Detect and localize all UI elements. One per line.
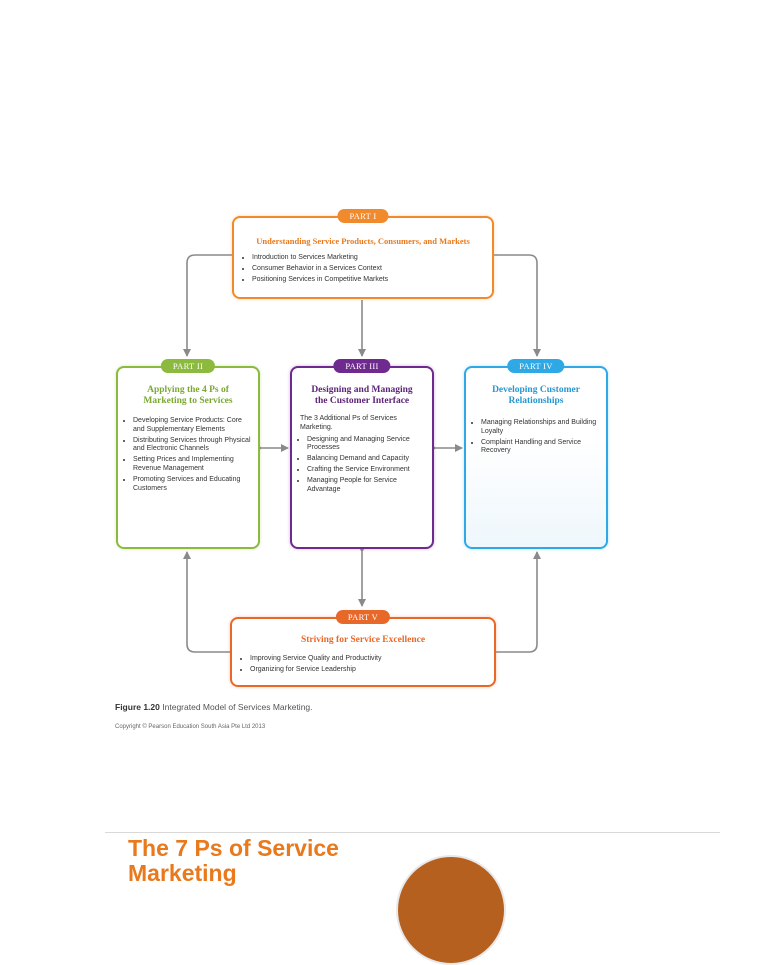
list-item: Promoting Services and Educating Custome… (133, 476, 252, 494)
part1-title: Understanding Service Products, Consumer… (256, 236, 470, 246)
part3-box: PART III Designing and Managing the Cust… (290, 359, 434, 549)
slide-divider (105, 832, 720, 833)
part4-list: Managing Relationships and Building Loya… (466, 419, 606, 456)
list-item: Managing Relationships and Building Loya… (481, 419, 600, 437)
figure-caption: Figure 1.20 Integrated Model of Services… (115, 702, 313, 712)
part2-list: Developing Service Products: Core and Su… (118, 417, 258, 493)
figure-label: Figure 1.20 (115, 702, 160, 712)
arrow-part1-to-part2 (183, 254, 232, 357)
part5-box: PART V Striving for Service Excellence I… (230, 610, 496, 687)
part3-badge: PART III (333, 359, 391, 373)
connector-arrows (183, 254, 541, 656)
part3-list: Designing and Managing Service Processes… (292, 436, 432, 495)
part2-box: PART II Applying the 4 Ps of Marketing t… (116, 359, 260, 549)
list-item: Distributing Services through Physical a… (133, 437, 252, 455)
part2-title: Applying the 4 Ps of Marketing to Servic… (143, 385, 233, 406)
part4-title: Developing Customer Relationships (492, 385, 580, 406)
arrow-part5-part4 (489, 551, 541, 656)
list-item: Crafting the Service Environment (307, 466, 426, 475)
arrow-part5-part2 (183, 551, 237, 656)
part5-title: Striving for Service Excellence (300, 635, 426, 645)
copyright-notice: Copyright © Pearson Education South Asia… (115, 724, 266, 730)
part4-badge: PART IV (507, 359, 565, 373)
list-item: Organizing for Service Leadership (250, 666, 494, 675)
list-item: Improving Service Quality and Productivi… (250, 655, 494, 664)
decorative-circle (396, 855, 506, 965)
figure-text: Integrated Model of Services Marketing. (162, 702, 313, 712)
list-item: Consumer Behavior in a Services Context (252, 265, 492, 274)
list-item: Introduction to Services Marketing (252, 254, 492, 263)
part3-intro: The 3 Additional Ps of Services Marketin… (300, 415, 397, 431)
part2-badge: PART II (160, 359, 216, 373)
part3-title: Designing and Managing the Customer Inte… (311, 385, 413, 406)
part1-list: Introduction to Services Marketing Consu… (234, 254, 492, 284)
list-item: Balancing Demand and Capacity (307, 455, 426, 464)
list-item: Complaint Handling and Service Recovery (481, 439, 600, 457)
arrow-part1-to-part4 (494, 254, 541, 357)
list-item: Managing People for Service Advantage (307, 477, 426, 495)
part1-badge: PART I (337, 209, 389, 223)
slide-title: The 7 Ps of Service Marketing (128, 835, 339, 886)
list-item: Designing and Managing Service Processes (307, 436, 426, 454)
list-item: Setting Prices and Implementing Revenue … (133, 456, 252, 474)
part4-box: PART IV Developing Customer Relationship… (464, 359, 608, 549)
list-item: Developing Service Products: Core and Su… (133, 417, 252, 435)
part1-box: PART I Understanding Service Products, C… (232, 209, 494, 299)
part5-badge: PART V (335, 610, 391, 624)
part5-list: Improving Service Quality and Productivi… (232, 655, 494, 675)
list-item: Positioning Services in Competitive Mark… (252, 276, 492, 285)
